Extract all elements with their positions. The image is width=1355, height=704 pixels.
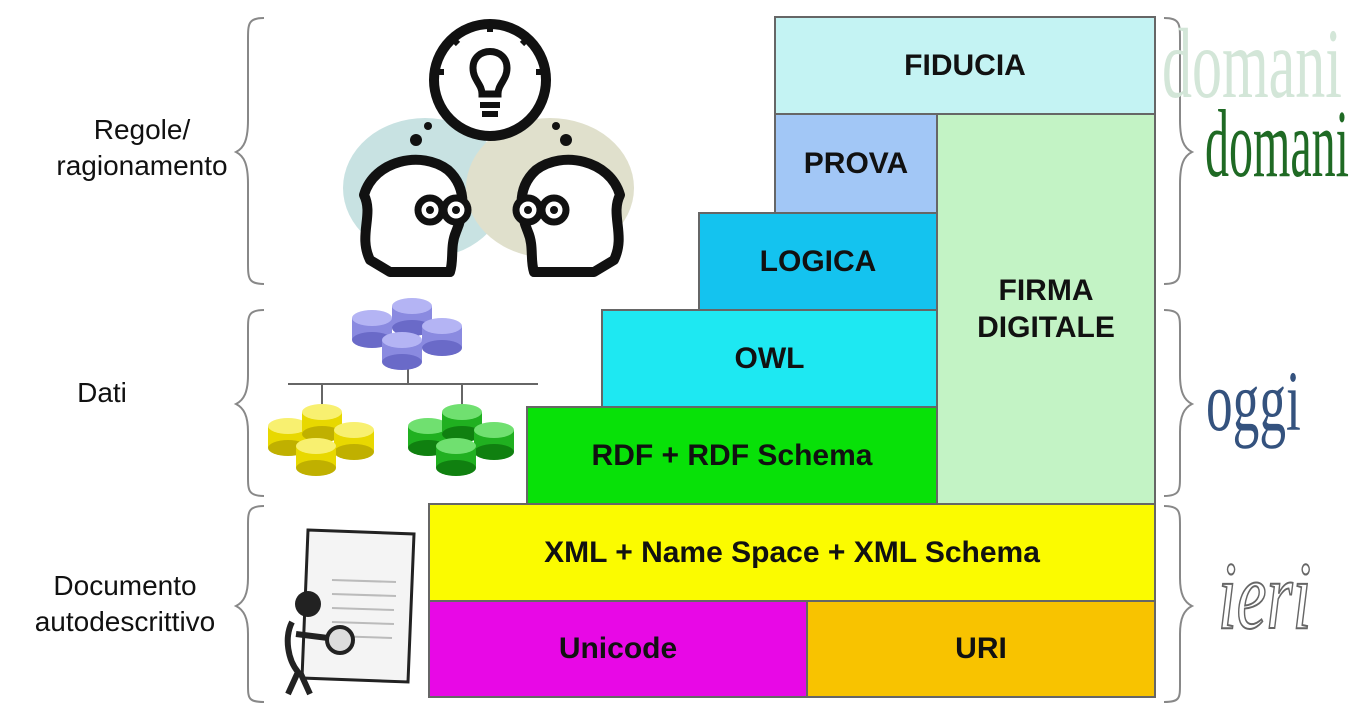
layer-uri: URI — [806, 600, 1156, 698]
brace-document — [233, 505, 265, 703]
era-oggi: oggi — [1206, 353, 1301, 449]
brace-rules — [233, 17, 265, 285]
right-braces — [1163, 17, 1195, 703]
database-network-icon — [268, 298, 538, 476]
label-data: Dati — [77, 377, 127, 408]
label-rules: Regole/ ragionamento — [56, 114, 228, 182]
era-domani: domani — [1205, 90, 1349, 197]
layer-xml: XML + Name Space + XML Schema — [428, 503, 1156, 602]
layer-unicode: Unicode — [428, 600, 808, 698]
layer-rdf: RDF + RDF Schema — [526, 406, 938, 505]
database-green — [408, 404, 514, 476]
layer-logica: LOGICA — [698, 212, 938, 311]
brace-domani — [1163, 17, 1195, 285]
layer-prova: PROVA — [774, 113, 938, 214]
left-braces — [233, 17, 265, 703]
layer-owl: OWL — [601, 309, 938, 408]
layer-firma-digitale: FIRMA DIGITALE — [936, 113, 1156, 505]
brace-oggi — [1163, 309, 1195, 497]
database-blue — [352, 298, 462, 370]
brace-data — [233, 309, 265, 497]
thinking-people-icon — [343, 19, 634, 277]
era-domani-shadow: domani — [1162, 8, 1342, 119]
era-ieri: ieri — [1217, 542, 1312, 649]
document-reader-icon — [284, 528, 416, 696]
brace-ieri — [1163, 505, 1195, 703]
layer-fiducia: FIDUCIA — [774, 16, 1156, 115]
database-yellow — [268, 404, 374, 476]
label-document: Documento autodescrittivo — [34, 570, 216, 638]
